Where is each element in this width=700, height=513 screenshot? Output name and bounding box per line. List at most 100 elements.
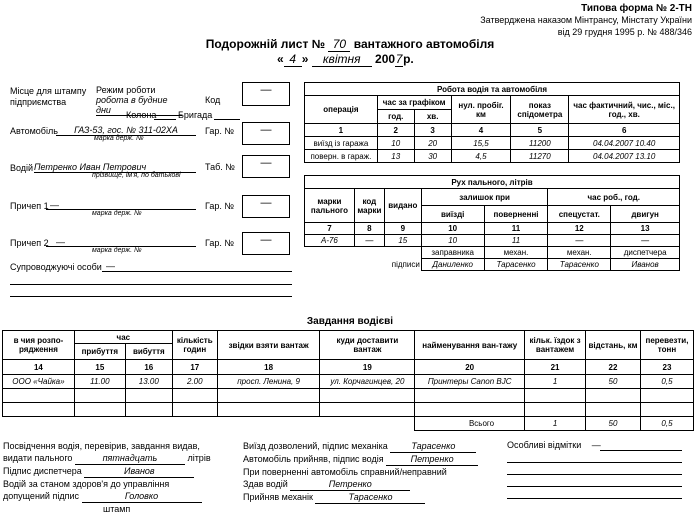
fuel-cell: А-76 xyxy=(304,234,355,247)
notes-line-2 xyxy=(507,462,682,463)
tasks-cell: просп. Ленина, 9 xyxy=(216,374,321,389)
fuel-num: 11 xyxy=(483,222,549,235)
tasks-cell: 13.00 xyxy=(124,374,173,389)
tasks-cell: 0,5 xyxy=(639,374,695,389)
work-num: 3 xyxy=(413,123,452,137)
tasks-num: 19 xyxy=(319,359,416,375)
fuel-num: 10 xyxy=(420,222,485,235)
kod-label: Код xyxy=(205,95,221,105)
approval-line-2: від 29 грудня 1995 р. № 488/346 xyxy=(557,27,692,37)
work-h-min: хв. xyxy=(413,109,452,124)
work-h-hours: год. xyxy=(376,109,415,124)
tasks-h-time: час xyxy=(73,330,173,344)
tasks-cell: ул. Корчагинцев, 20 xyxy=(319,374,416,389)
brigade-line xyxy=(214,119,240,120)
title-suffix: вантажного автомобіля xyxy=(353,37,495,51)
bottom-middle: Виїзд дозволений, підпис механіка Тарасе… xyxy=(243,440,503,504)
work-table-title: Робота водія та автомобіля xyxy=(304,82,680,96)
tasks-num: 16 xyxy=(124,359,173,375)
table-row: ООО «Чайка» 11.00 13.00 2.00 просп. Лени… xyxy=(2,374,695,389)
car-label: Автомобіль xyxy=(10,126,58,136)
tasks-h-to: куди доставити вантаж xyxy=(319,330,416,360)
fuel-cell: 15 xyxy=(383,234,422,247)
date-day: 4 xyxy=(283,52,302,67)
fuel-h-code: код марки xyxy=(353,188,385,223)
signatures-label: підписи xyxy=(391,260,420,269)
sig-name: Даниленко xyxy=(420,258,485,271)
health-value: Головко xyxy=(81,490,202,503)
car-value: ГАЗ-53, гос. № 311-02ХА xyxy=(56,125,196,136)
tasks-num: 20 xyxy=(414,359,526,375)
mech-line: Прийняв механік Тарасенко xyxy=(243,491,503,504)
column-label: Колона xyxy=(126,110,157,120)
notes-block: Особливі відмітки — xyxy=(507,440,601,450)
table-row xyxy=(2,402,695,417)
tasks-h-disposal: в чия розпо-рядження xyxy=(2,330,75,360)
trailer2-dash: — xyxy=(56,237,65,247)
tab-label: Таб. № xyxy=(205,162,235,172)
trailer2-line xyxy=(46,246,196,247)
work-table: Робота водія та автомобіля операція час … xyxy=(304,82,680,163)
fuel-h-return: поверненні xyxy=(483,205,549,223)
dispatcher-line: Підпис диспетчера Иванов xyxy=(3,465,233,478)
tasks-num: 14 xyxy=(2,359,75,375)
tasks-table: в чия розпо-рядження час кількість годин… xyxy=(2,330,695,431)
tasks-cell: ООО «Чайка» xyxy=(2,374,75,389)
work-cell: 20 xyxy=(413,136,452,150)
work-h-actual: час фактичний, чис., міс., год., хв. xyxy=(568,95,680,124)
tab-box: — xyxy=(242,155,290,178)
escort-label: Супроводжуючі особи xyxy=(10,262,102,272)
sig-role: механ. xyxy=(547,246,612,259)
fuel-num: 7 xyxy=(304,222,355,235)
stamp-text: штамп xyxy=(103,504,131,513)
accepted-line: Автомобіль прийняв, підпис водія Петренк… xyxy=(243,453,503,466)
title-prefix: Подорожній лист № xyxy=(205,37,326,51)
fuel-h-worktime: час роб., год. xyxy=(547,188,680,206)
trailer1-sub: марка держ. № xyxy=(92,210,142,217)
fuel-cell: 10 xyxy=(420,234,485,247)
driver-label: Водій xyxy=(10,163,34,173)
trailer2-label: Причеп 2 xyxy=(10,238,49,248)
tasks-h-departure: вибуття xyxy=(124,343,173,360)
fuel-cell: — xyxy=(610,234,680,247)
trailer1-line xyxy=(46,209,196,210)
car-sub: марка держ. № xyxy=(94,135,144,142)
work-cell: 13 xyxy=(376,149,415,163)
sig-name: Тарасенко xyxy=(483,258,549,271)
tasks-total-cell: 50 xyxy=(585,416,641,431)
date-year-digit: 7 xyxy=(395,52,404,67)
mode-value: робота в будние дни xyxy=(96,95,182,116)
mech-value: Тарасенко xyxy=(315,491,426,504)
work-cell: виїзд із гаража xyxy=(304,136,378,150)
tasks-h-distance: відстань, км xyxy=(585,330,641,360)
dispatcher-value: Иванов xyxy=(84,465,195,478)
sig-name: Иванов xyxy=(610,258,680,271)
table-row: виїзд із гаража 10 20 15,5 11200 04.04.2… xyxy=(304,136,680,150)
work-num: 5 xyxy=(510,123,570,137)
work-cell: 11200 xyxy=(510,136,570,150)
tasks-title: Завдання водієві xyxy=(306,316,394,327)
work-cell: 4,5 xyxy=(450,149,512,163)
health-line-1: Водій за станом здоров'я до управління xyxy=(3,479,170,489)
work-cell: 11270 xyxy=(510,149,570,163)
tasks-cell: Принтеры Canon BJC xyxy=(414,374,526,389)
fuel-amount-value: пятнадцать xyxy=(74,452,185,465)
tasks-cell: 2.00 xyxy=(171,374,218,389)
form-title: Типова форма № 2-ТН xyxy=(581,3,692,14)
date-year-suffix: р. xyxy=(403,52,414,66)
document-title: Подорожній лист № 70 вантажного автомобі… xyxy=(0,37,700,52)
bottom-left: Посвідчення водія, перевірив, завдання в… xyxy=(3,440,233,513)
kod-box: — xyxy=(242,82,290,106)
tasks-cell: 1 xyxy=(524,374,587,389)
stamp-label: Місце для штампу підприємства xyxy=(10,86,87,107)
column-line xyxy=(154,119,176,120)
work-num: 2 xyxy=(376,123,415,137)
date-month: квітня xyxy=(311,52,372,67)
fuel-h-departure: виїзді xyxy=(420,205,485,223)
work-num: 6 xyxy=(568,123,680,137)
gar-box-2: — xyxy=(242,195,290,218)
work-cell: 04.04.2007 13.10 xyxy=(568,149,680,163)
document-number: 70 xyxy=(328,37,351,52)
approval-line-1: Затверджена наказом Мінтрансу, Мінстату … xyxy=(480,15,692,25)
work-num: 4 xyxy=(450,123,512,137)
